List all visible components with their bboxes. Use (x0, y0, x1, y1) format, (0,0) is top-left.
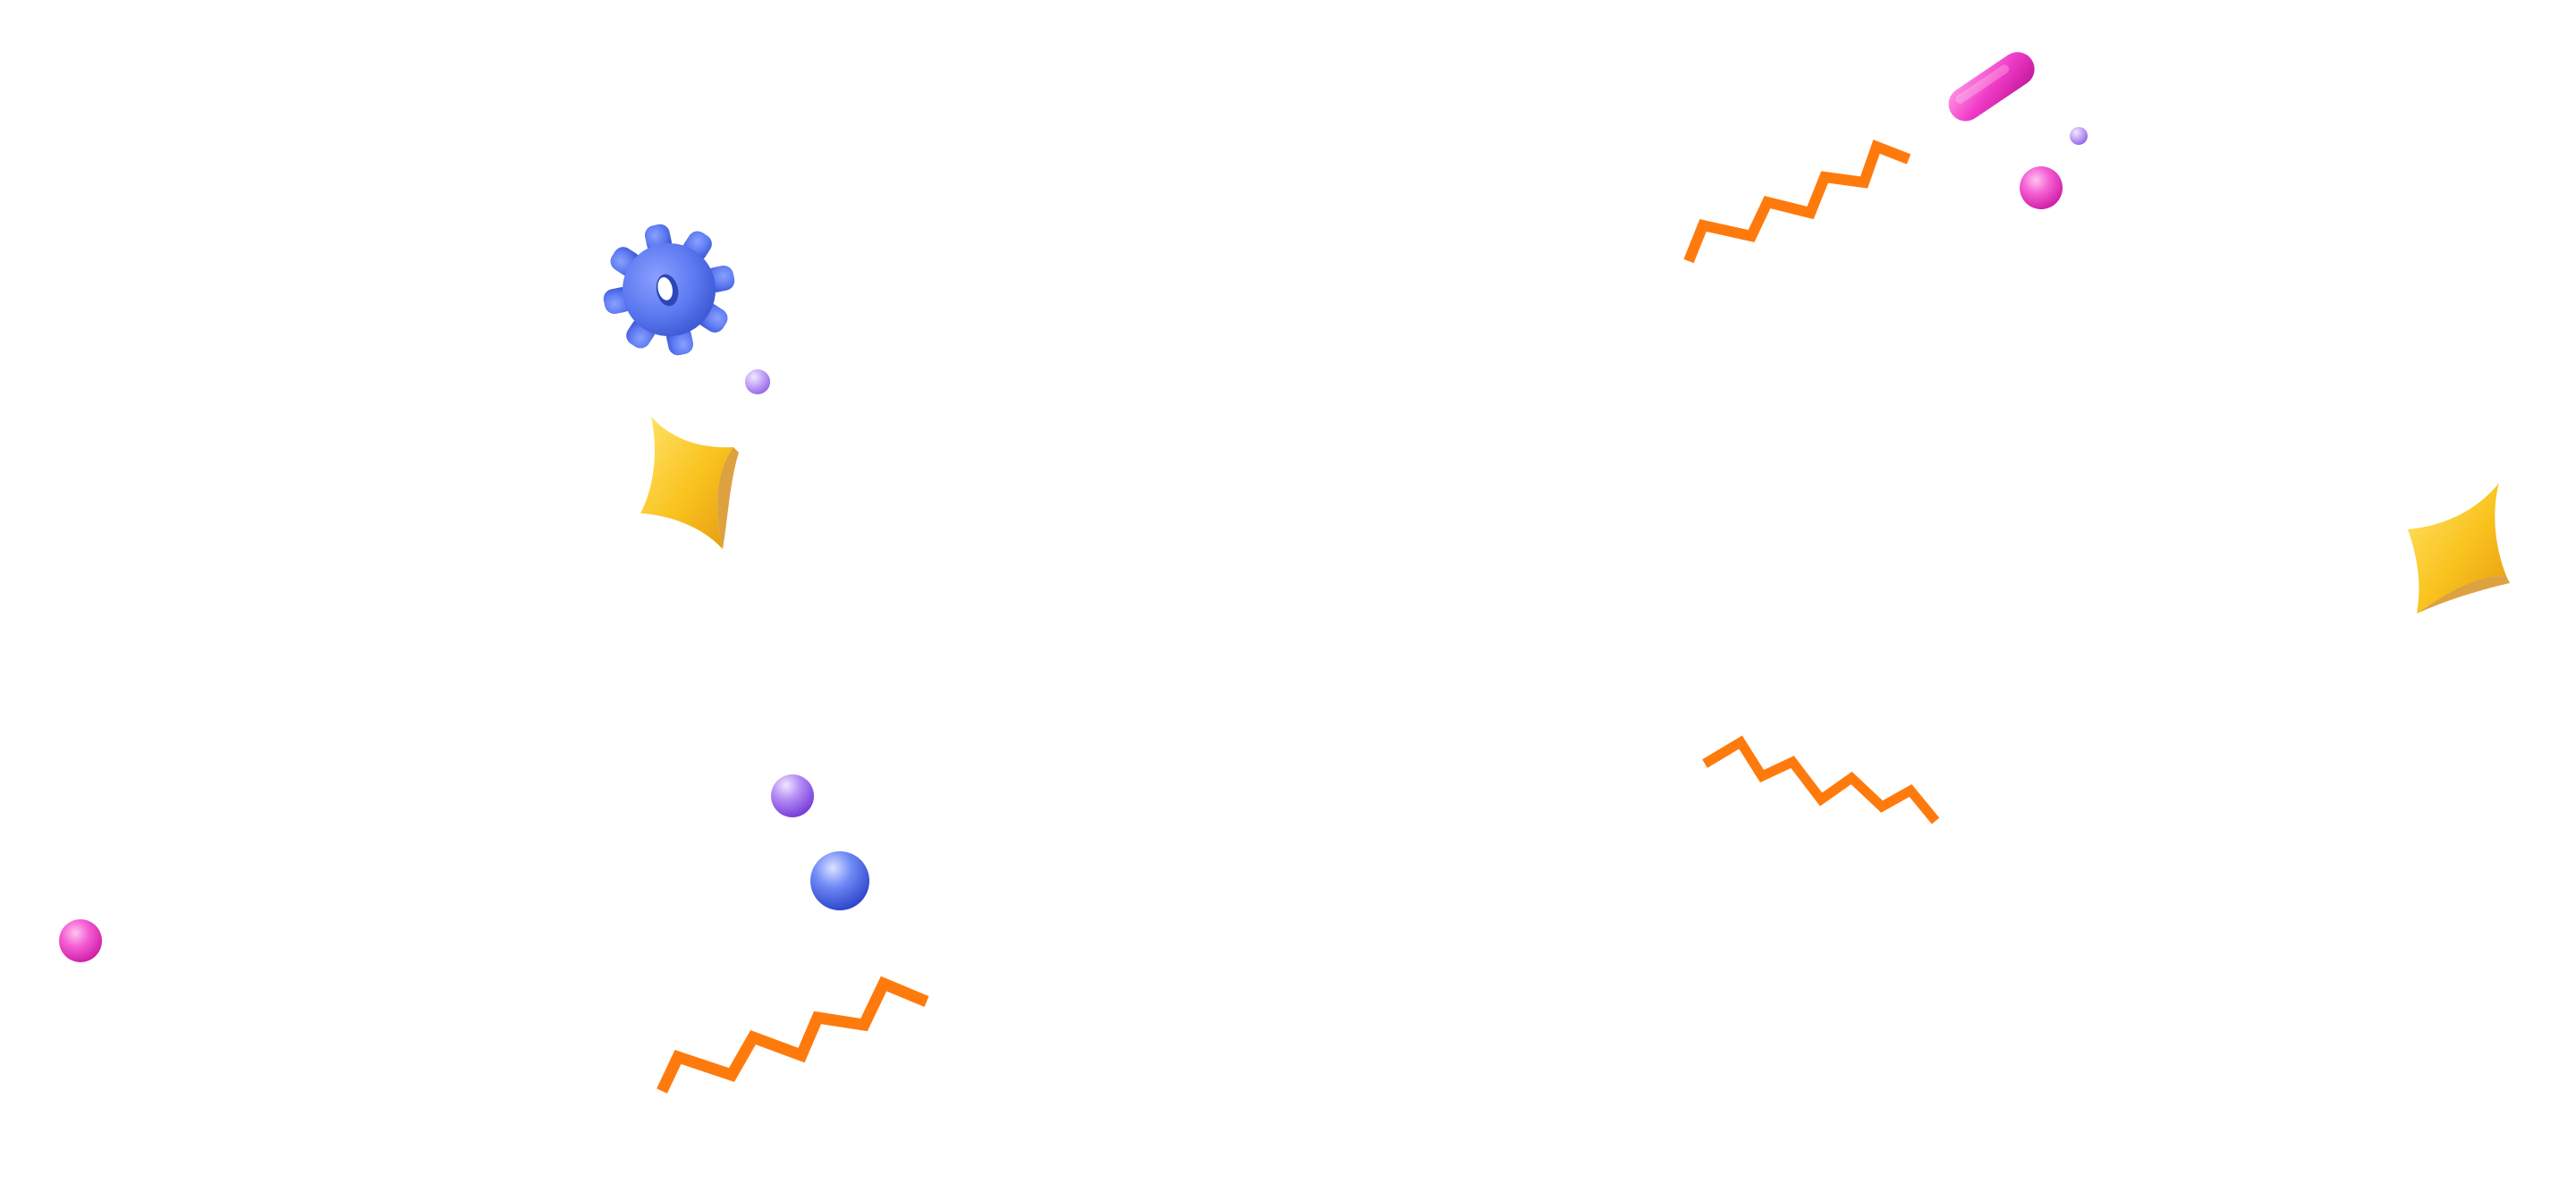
bubble-icon (810, 851, 869, 910)
bubble-icon (771, 774, 814, 817)
bubble-icon (2020, 166, 2063, 209)
sparkle-icon (640, 417, 739, 549)
gear-icon (603, 224, 735, 356)
zigzag-icon (657, 976, 929, 1094)
bubble-icon (745, 369, 770, 394)
zigzag-icon (1683, 140, 1911, 264)
zigzag-icon (1702, 735, 1940, 825)
sparkle-icon (2408, 483, 2510, 613)
pill-icon (1948, 52, 2035, 122)
bubble-icon (2070, 127, 2088, 145)
bubble-icon (59, 919, 102, 962)
